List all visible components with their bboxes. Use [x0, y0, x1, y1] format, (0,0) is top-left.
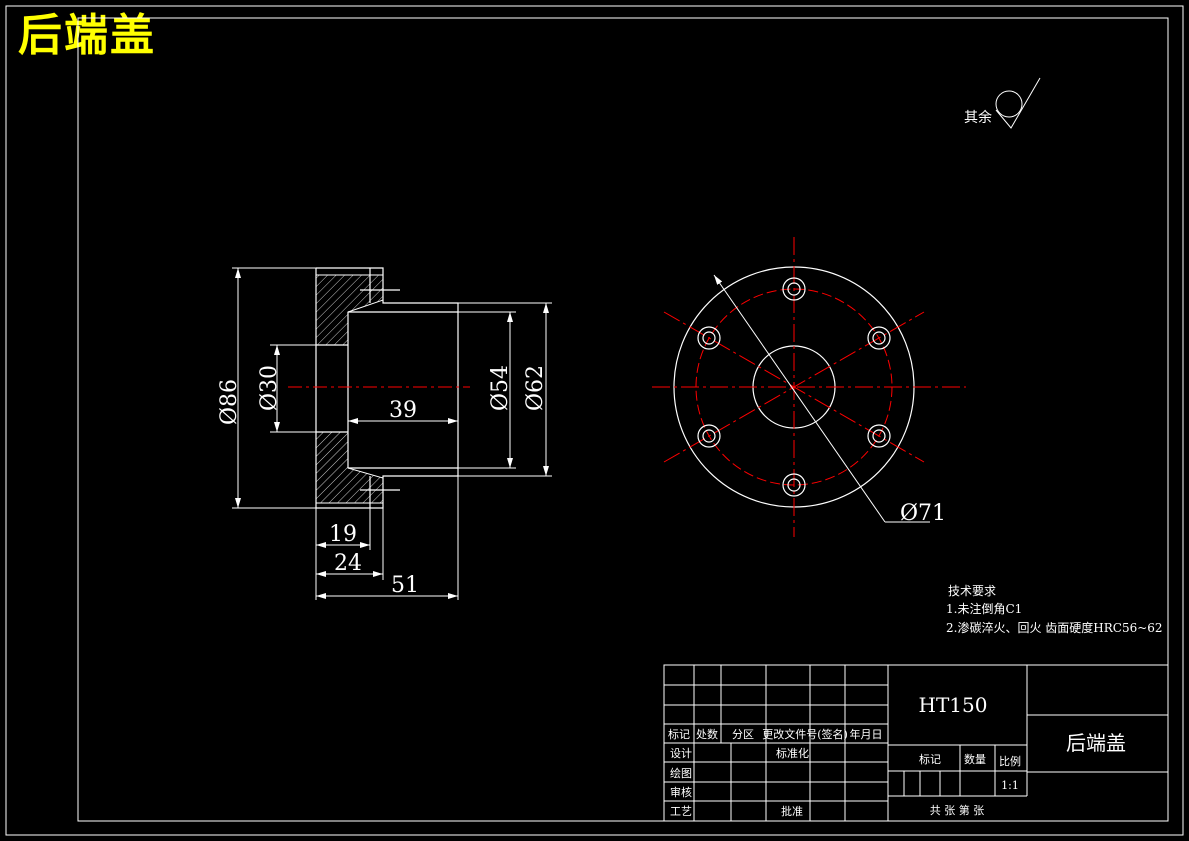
bolt-hole [782, 277, 806, 301]
approve-label: 批准 [781, 804, 803, 818]
centerlines [652, 237, 966, 537]
quantity-label: 数量 [964, 753, 986, 766]
dim-24-label: 24 [334, 551, 362, 576]
bolt-hole [787, 282, 801, 296]
dim-19-label: 19 [329, 522, 357, 547]
bolt-holes [697, 277, 891, 497]
dim-d71 [713, 274, 930, 523]
roughness-symbol [995, 77, 1041, 129]
dim-d86 [232, 267, 316, 509]
tech-req-line1: 1.未注倒角C1 [946, 601, 1022, 616]
drawing-title: 后端盖 [18, 10, 156, 61]
dim-39-label: 39 [389, 398, 417, 423]
dim-d54-label: Ø54 [488, 365, 513, 411]
header-mark: 标记 [668, 727, 690, 741]
dim-d30 [270, 344, 316, 433]
dim-d71-label: Ø71 [900, 501, 946, 526]
dim-d86-label: Ø86 [217, 379, 242, 425]
section-hatching [315, 274, 384, 504]
sheets-label: 共 张 第 张 [930, 803, 985, 817]
tech-req-line2: 2.渗碳淬火、回火 齿面硬度HRC56~62 [946, 620, 1163, 635]
header-change-doc: 更改文件号(签名) [762, 727, 848, 741]
mark-label: 标记 [919, 752, 941, 766]
title-block [663, 664, 1169, 822]
sheet-frame [5, 5, 1184, 836]
title-block-text: HT150 后端盖 标记 处数 分区 更改文件号(签名) 年月日 设计 绘图 审… [668, 693, 1126, 818]
section-view: Ø86 Ø30 Ø54 Ø62 39 [217, 267, 552, 600]
section-outline [315, 267, 459, 509]
roughness-label: 其余 [964, 109, 992, 126]
bolt-hole [872, 429, 886, 443]
bolt-hole [787, 478, 801, 492]
dim-d62-label: Ø62 [523, 365, 548, 411]
row-design: 设计 [670, 747, 692, 760]
bolt-hole [697, 424, 721, 448]
dim-d54 [458, 311, 516, 469]
tech-req-heading: 技术要求 [948, 584, 996, 598]
row-review: 审核 [670, 785, 692, 799]
bolt-hole [697, 326, 721, 350]
dim-d62 [458, 302, 552, 477]
bolt-hole [872, 331, 886, 345]
part-name: 后端盖 [1066, 731, 1126, 755]
material-label: HT150 [919, 693, 988, 717]
bolt-hole [702, 429, 716, 443]
row-draw: 绘图 [670, 766, 692, 780]
header-count: 处数 [696, 728, 718, 741]
bolt-hole [702, 331, 716, 345]
dim-d30-label: Ø30 [257, 365, 282, 411]
bolt-hole [867, 424, 891, 448]
bolt-hole [867, 326, 891, 350]
scale-value: 1:1 [1001, 779, 1019, 792]
row-process: 工艺 [670, 805, 692, 818]
bolt-hole [782, 473, 806, 497]
dim-51-label: 51 [391, 573, 419, 598]
dim-lengths-ext [315, 476, 459, 600]
scale-label: 比例 [999, 754, 1021, 768]
standardize-label: 标准化 [776, 746, 809, 760]
header-zone: 分区 [732, 728, 754, 741]
end-view: Ø71 [652, 237, 966, 537]
header-date: 年月日 [850, 727, 883, 741]
